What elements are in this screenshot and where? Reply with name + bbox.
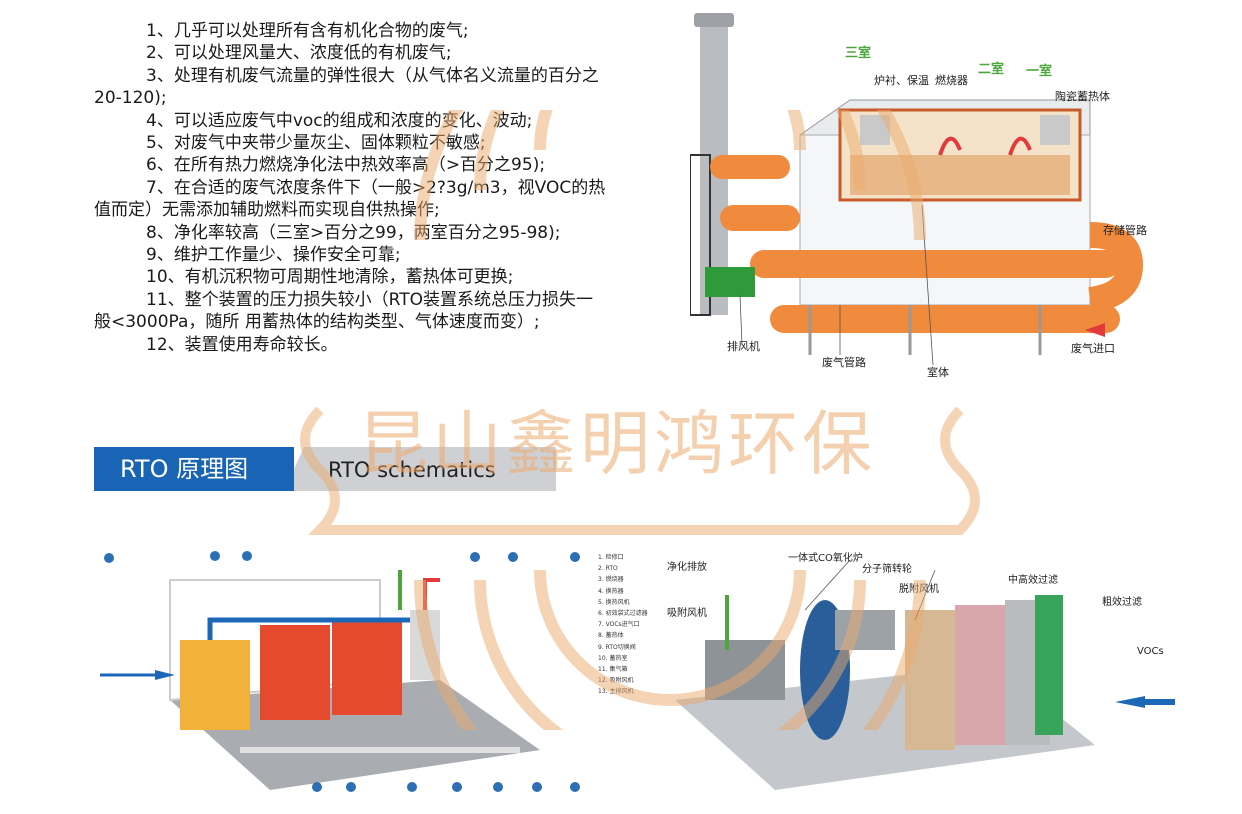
feature-item: 8、净化率较高（三室>百分之99，两室百分之95-98); [146,222,561,243]
feature-item: 1、几乎可以处理所有含有机化合物的废气; [146,21,469,41]
feature-item: 9、维护工作量少、操作安全可靠; [146,245,401,266]
label-mid-filter: 中高效过滤 [1008,575,1058,586]
feature-item: 6、在所有热力燃烧净化法中热效率高（>百分之95); [146,155,546,176]
feature-item: 值而定）无需添加辅助燃料而实现自供热操作; [94,200,440,221]
label-storage-pipe: 存储管路 [1103,224,1147,237]
callout-12 [532,782,542,792]
feature-item: 3、处理有机废气流量的弹性很大（从气体名义流量的百分之 [146,65,599,86]
label-burner: 燃烧器 [935,74,968,87]
callout-2 [210,551,220,561]
callout-3 [242,551,252,561]
feature-item: 5、对废气中夹带少量灰尘、固体颗粒不敏感; [146,133,486,154]
callout-4 [470,552,480,562]
watermark-text: 昆山鑫明鸿环保 [358,403,876,485]
label-desorb-fan: 脱附风机 [899,584,939,595]
label-coarse-filter: 粗效过滤 [1102,597,1142,608]
callout-10 [452,782,462,792]
label-adsorb-fan: 吸附风机 [667,608,707,619]
label-clean-exhaust: 净化排放 [667,562,707,573]
label-zeolite: 分子筛转轮 [862,564,912,575]
label-inlet: 废气进口 [1071,342,1115,355]
callout-5 [508,552,518,562]
callout-9 [407,782,417,792]
label-chamber: 室体 [927,366,949,379]
component-legend: 1. 检修口 2. RTO 3. 燃烧器 4. 换热器 5. 换热风机 6. 初… [598,554,648,696]
label-room3: 三室 [845,46,872,61]
feature-item: 20-120); [94,88,167,109]
feature-item: 4、可以适应废气中voc的组成和浓度的变化、波动; [146,110,533,131]
label-furnace: 炉衬、保温 [874,74,929,87]
callout-8 [346,782,356,792]
label-room2: 二室 [978,62,1005,77]
label-waste-pipe: 废气管路 [822,356,866,369]
callout-11 [493,782,503,792]
rto-3d-illustration [690,13,1144,366]
callout-13 [570,782,580,792]
feature-item: 2、可以处理风量大、浓度低的有机废气; [146,43,452,64]
label-co-furnace: 一体式CO氧化炉 [788,553,863,564]
feature-item: 般<3000Pa，随所 用蓄热体的结构类型、气体速度而变）; [94,312,540,333]
callout-7 [312,782,322,792]
rto-schematic-left [100,570,540,790]
callout-6 [570,552,580,562]
callout-1 [104,553,114,563]
label-room1: 一室 [1026,64,1053,79]
label-fan: 排风机 [727,340,760,353]
feature-item: 12、装置使用寿命较长。 [146,334,338,355]
feature-item: 7、在合适的废气浓度条件下（一般>2?3g/m3，视VOC的热 [146,177,606,198]
feature-list: 1、几乎可以处理所有含有机化合物的废气; 2、可以处理风量大、浓度低的有机废气;… [94,20,684,356]
feature-item: 10、有机沉积物可周期性地清除，蓄热体可更换; [146,267,514,288]
banner-chinese: RTO 原理图 [94,447,294,491]
label-vocs: VOCs [1137,646,1164,657]
feature-item: 11、整个装置的压力损失较小（RTO装置系统总压力损失一 [146,289,593,310]
label-ceramic: 陶瓷蓄热体 [1055,90,1110,103]
